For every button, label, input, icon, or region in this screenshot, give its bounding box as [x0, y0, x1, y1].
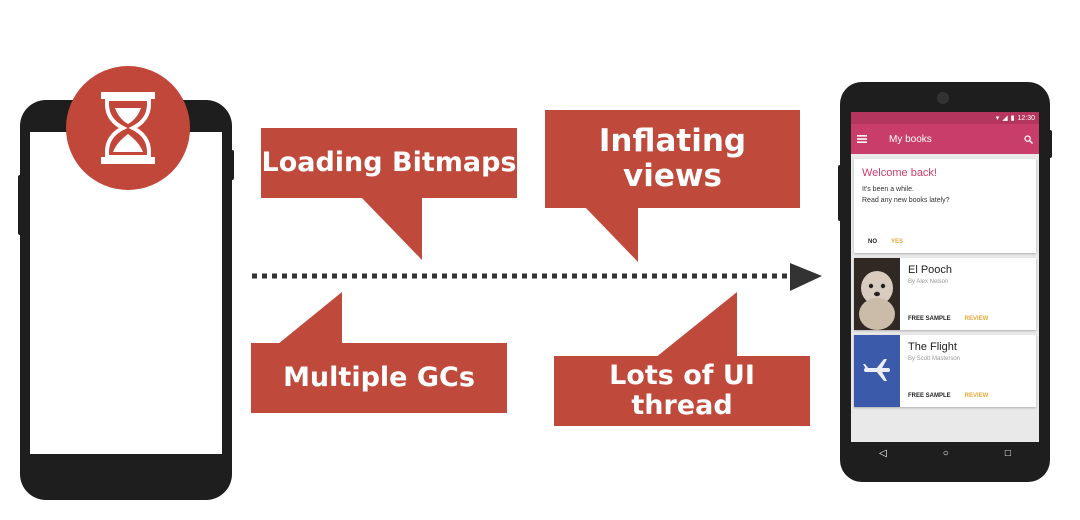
no-button[interactable]: NO: [868, 239, 877, 245]
app-title: My books: [889, 133, 932, 145]
menu-icon[interactable]: [857, 135, 867, 143]
callout-text: Multiple GCs: [283, 361, 475, 393]
callout-text: Inflating: [598, 123, 747, 160]
yes-button[interactable]: YES: [891, 239, 904, 245]
welcome-card: Welcome back! It's been a while. Read an…: [854, 159, 1036, 253]
welcome-line: Read any new books lately?: [862, 196, 950, 204]
front-camera: [937, 92, 949, 104]
phone-side-button: [838, 165, 842, 221]
status-bar: ▾ ◢ ▮ 12:30: [851, 112, 1039, 124]
wifi-icon: ▾: [995, 115, 1000, 122]
book-author: By Scott Masterson: [908, 356, 961, 362]
signal-icon: ◢: [1002, 115, 1008, 122]
airplane-icon: [854, 335, 900, 407]
callout-lots-of-ui-thread: Lots of UI thread: [554, 356, 810, 426]
phone-side-button: [1048, 130, 1052, 158]
book-card[interactable]: El Pooch By Alex Nelson FREE SAMPLE REVI…: [854, 258, 1036, 330]
search-icon[interactable]: [1024, 134, 1033, 144]
book-title: El Pooch: [908, 264, 953, 276]
book-card[interactable]: The Flight By Scott Masterson FREE SAMPL…: [854, 335, 1036, 407]
welcome-line: It's been a while.: [862, 186, 914, 193]
loaded-phone: ▾ ◢ ▮ 12:30 My books Welcome back! It's …: [840, 82, 1050, 482]
callout-text: Lots of UI thread: [609, 359, 755, 421]
book-cover: [854, 258, 900, 330]
book-author: By Alex Nelson: [908, 279, 949, 285]
dog-photo: [854, 258, 900, 330]
callout-inflating-views: Inflating views: [545, 110, 800, 208]
callout-tail: [360, 196, 422, 260]
back-icon[interactable]: ◁: [879, 447, 887, 459]
callout-text: Loading Bitmaps: [261, 146, 517, 178]
recents-icon[interactable]: □: [1004, 447, 1011, 459]
review-button[interactable]: REVIEW: [964, 316, 989, 322]
callout-tail: [584, 206, 638, 262]
book-cover: [854, 335, 900, 407]
hourglass-icon: [101, 92, 155, 164]
book-title: The Flight: [908, 341, 957, 353]
welcome-heading: Welcome back!: [862, 167, 937, 179]
timeline-arrow: [252, 263, 822, 291]
review-button[interactable]: REVIEW: [964, 393, 989, 399]
status-time: 12:30: [1017, 114, 1035, 122]
app-screen: ▾ ◢ ▮ 12:30 My books Welcome back! It's …: [851, 112, 1039, 442]
phone-side-button: [18, 175, 22, 235]
battery-icon: ▮: [1010, 115, 1015, 122]
free-sample-button[interactable]: FREE SAMPLE: [908, 316, 951, 322]
callout-tail: [655, 292, 737, 358]
free-sample-button[interactable]: FREE SAMPLE: [908, 393, 951, 399]
app-bar: My books: [851, 124, 1039, 154]
callout-multiple-gcs: Multiple GCs: [251, 343, 507, 413]
home-icon[interactable]: ○: [942, 447, 949, 459]
callout-tail: [278, 292, 342, 344]
callout-loading-bitmaps: Loading Bitmaps: [261, 128, 517, 198]
hourglass-badge: [66, 66, 190, 190]
phone-side-button: [230, 150, 234, 180]
callout-text: views: [623, 158, 722, 194]
nav-bar: ◁ ○ □: [851, 442, 1039, 464]
